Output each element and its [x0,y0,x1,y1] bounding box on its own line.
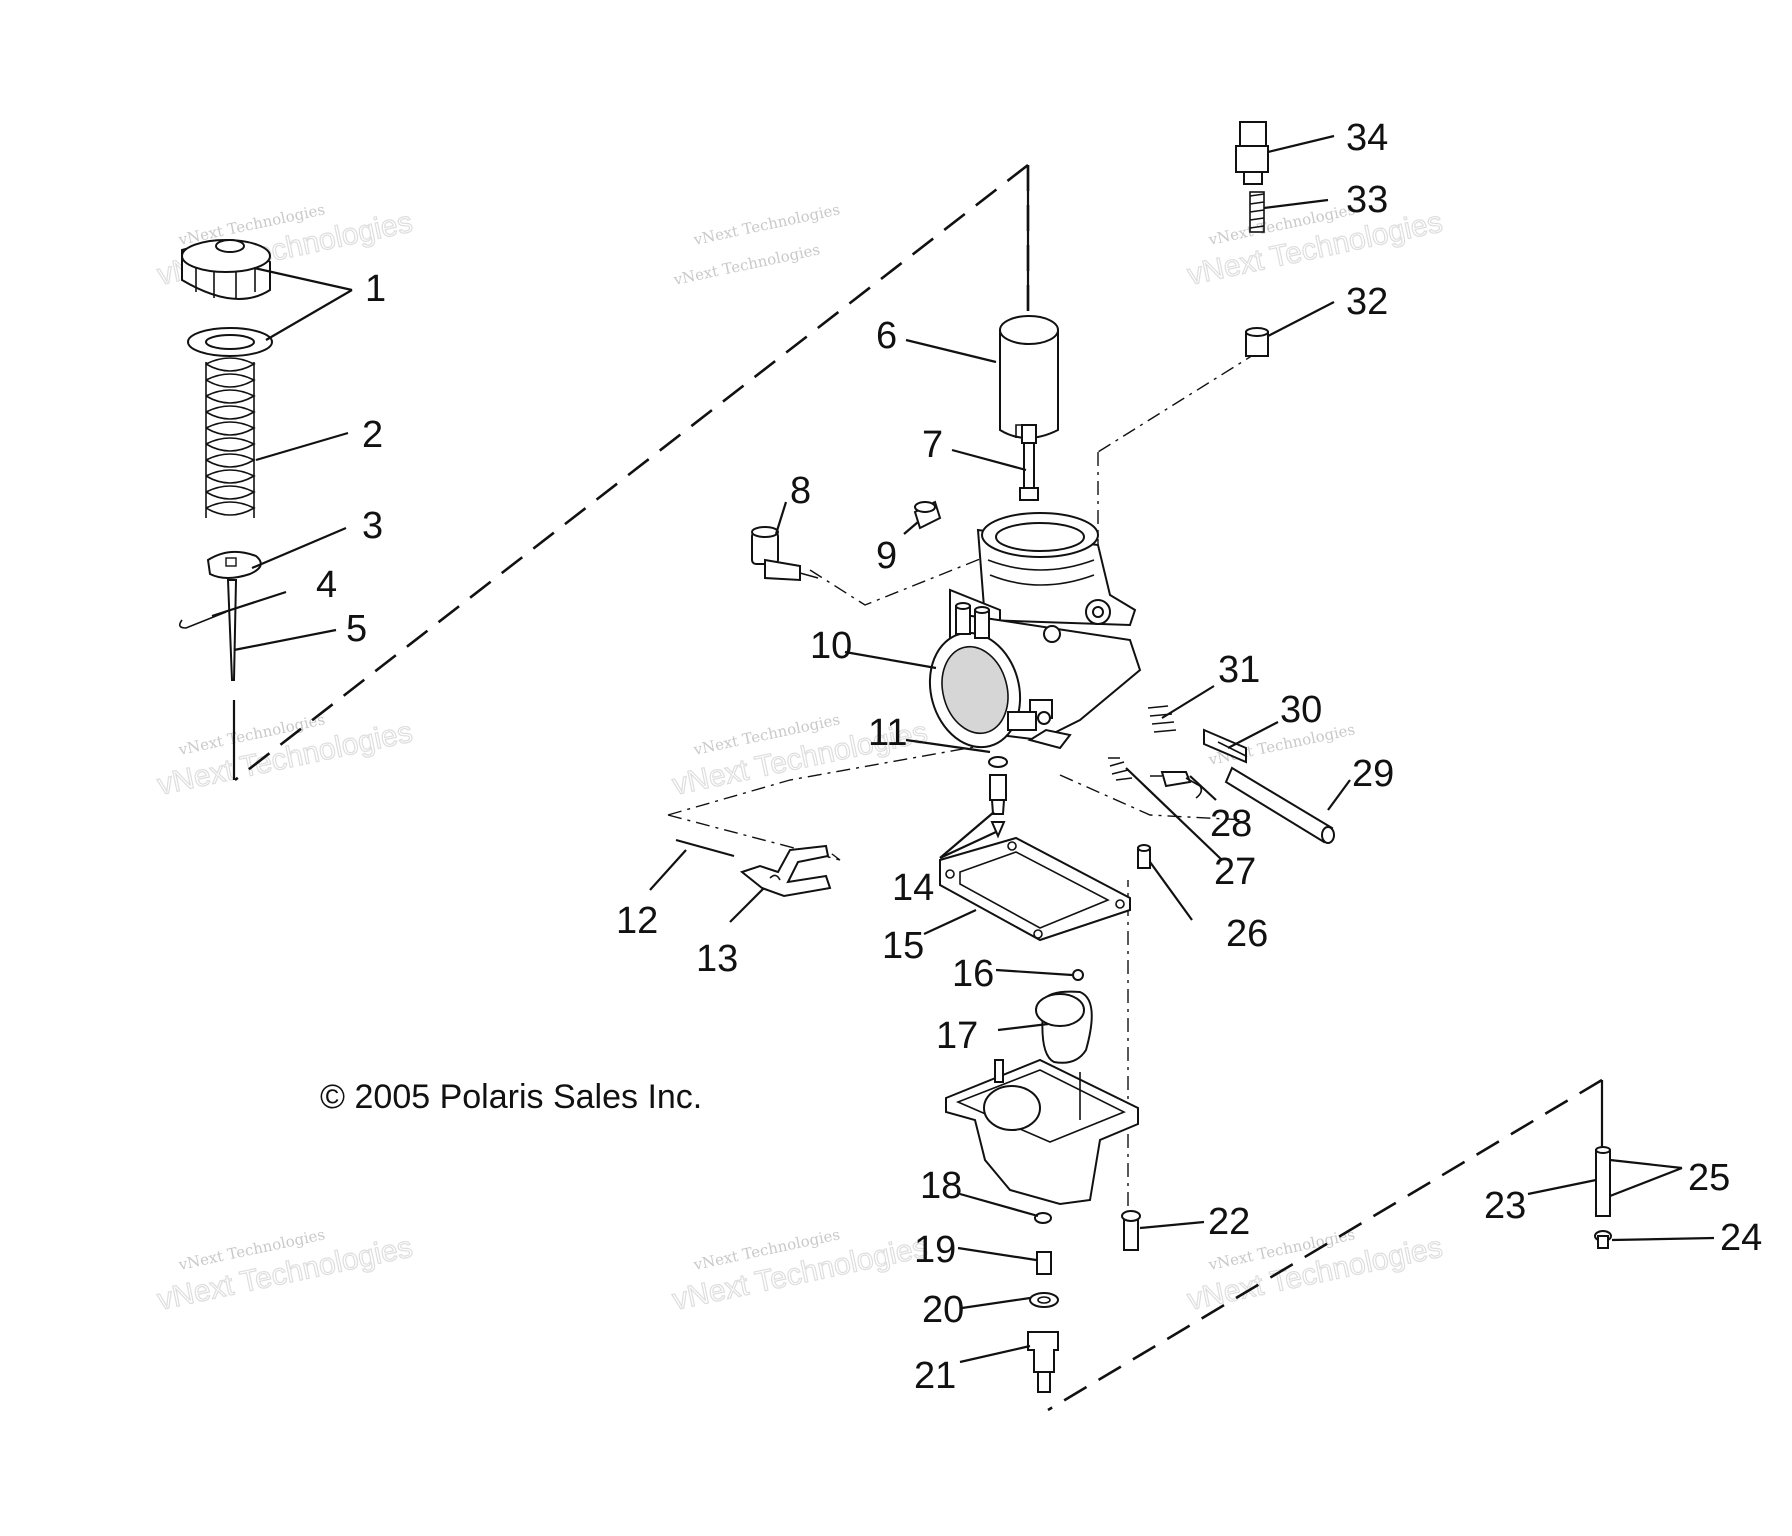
callout-5: 5 [346,608,367,650]
callout-28: 28 [1210,803,1252,845]
callout-31: 31 [1218,649,1260,691]
callout-23: 23 [1484,1185,1526,1227]
callout-29: 29 [1352,753,1394,795]
leader-lines [211,134,1715,1364]
callout-7: 7 [922,424,943,466]
callout-33: 33 [1346,179,1388,221]
part-8-choke [751,526,819,582]
part-32-34-fitting [1235,121,1269,357]
callout-13: 13 [696,938,738,980]
callout-11: 11 [868,712,907,754]
callout-34: 34 [1346,117,1388,159]
watermarks: vNext Technologies vNext Technologies vN… [154,200,1446,1317]
float-bowl [945,1058,1139,1206]
part-22-screw [1121,1210,1141,1251]
part-16-17-float [1035,969,1093,1064]
callout-12: 12 [616,900,658,942]
callout-19: 19 [914,1229,956,1271]
callout-27: 27 [1214,851,1256,893]
callout-10: 10 [810,625,852,667]
callout-32: 32 [1346,281,1388,323]
callout-18: 18 [920,1165,962,1207]
callout-1: 1 [365,268,386,310]
callout-20: 20 [922,1289,964,1331]
callout-24: 24 [1720,1217,1762,1259]
copyright-text: © 2005 Polaris Sales Inc. [320,1078,702,1116]
part-2-spring [205,357,256,518]
part-10-carb-body [928,512,1142,750]
part-9-cap [913,500,942,530]
watermark-text: vNext Technologies [691,200,841,249]
callout-17: 17 [936,1015,978,1057]
callout-6: 6 [876,315,897,357]
callout-30: 30 [1280,689,1322,731]
callout-21: 21 [914,1355,956,1397]
callout-9: 9 [876,535,897,577]
callout-14: 14 [892,867,934,909]
assembly-dashed-lines [232,163,1604,1412]
callout-2: 2 [362,414,383,456]
callout-3: 3 [362,505,383,547]
part-3-plate [206,550,262,579]
part-1-cap [181,239,273,357]
part-4-5-needle [178,579,238,681]
callout-22: 22 [1208,1201,1250,1243]
part-26-31-screws [1108,705,1335,869]
callout-26: 26 [1226,913,1268,955]
part-11-14-jets [988,756,1008,839]
part-15-gasket [939,836,1131,942]
part-6-slide [999,315,1059,440]
callout-15: 15 [882,925,924,967]
part-7-holder [1019,424,1039,501]
part-18-21-drain [1027,1212,1059,1393]
callout-8: 8 [790,470,811,512]
watermark-text: vNext Technologies [671,240,821,289]
part-12-13-float-lever [675,839,832,898]
callout-4: 4 [316,564,337,606]
callout-16: 16 [952,953,994,995]
callout-25: 25 [1688,1157,1730,1199]
part-23-25-pin [1594,1146,1612,1249]
callout-labels: 1 2 3 4 5 6 7 8 9 10 11 12 13 14 15 16 1… [316,117,1762,1397]
